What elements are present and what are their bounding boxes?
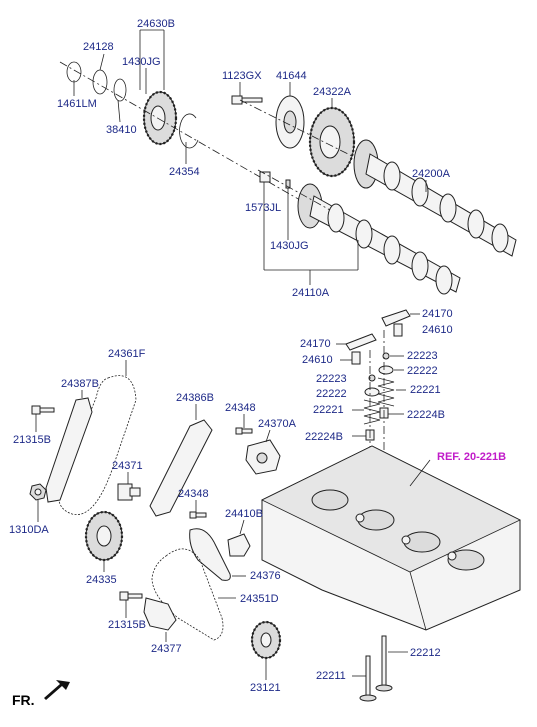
label-24170-left: 24170 [300, 338, 331, 350]
label-24376: 24376 [250, 570, 281, 582]
guide-24386B [149, 419, 213, 517]
label-22222-left: 22222 [316, 388, 347, 400]
label-41644: 41644 [276, 70, 307, 82]
label-21315B-bot: 21315B [108, 619, 146, 631]
front-arrow-icon [44, 680, 70, 700]
guide-24377 [143, 597, 177, 631]
plate-41644 [275, 95, 305, 149]
leader-reference [409, 459, 431, 487]
bolt-21315B-top [31, 405, 55, 415]
bolt-1123GX [231, 95, 263, 105]
leader-24410B [239, 519, 245, 535]
label-24110A: 24110A [292, 287, 330, 299]
label-1461LM: 1461LM [57, 98, 97, 110]
label-22224B-left: 22224B [305, 431, 343, 443]
label-23121: 23121 [250, 682, 281, 694]
label-24387B: 24387B [61, 378, 99, 390]
label-22211: 22211 [316, 670, 346, 682]
adjuster-24610-left [351, 351, 361, 365]
sprocket-24630B [142, 90, 178, 146]
label-24630B: 24630B [137, 18, 175, 30]
label-22224B-right: 22224B [407, 409, 445, 421]
label-24322A: 24322A [313, 86, 351, 98]
nut-1310DA [29, 483, 47, 501]
plug-1573JL [259, 171, 271, 183]
label-24170-right: 24170 [422, 308, 453, 320]
chain-24351D [151, 548, 224, 641]
valve-22212 [375, 635, 393, 692]
spring-22221-right [377, 377, 395, 407]
bolt-24348-mid [189, 511, 207, 519]
label-24200A: 24200A [412, 168, 450, 180]
axis-line-mid [257, 169, 331, 211]
retainer-22222-left [364, 387, 380, 397]
direction-label: FR. [12, 692, 35, 708]
tensioner-24371 [117, 483, 141, 501]
label-24348-mid: 24348 [178, 488, 209, 500]
label-24335: 24335 [86, 574, 117, 586]
rocker-24170-right [381, 309, 411, 327]
bolt-24348-top [235, 427, 253, 435]
cylinder-head [261, 445, 521, 631]
guide-24376 [189, 528, 231, 581]
label-22223-right: 22223 [407, 350, 438, 362]
guide-24387B [45, 397, 93, 503]
label-24610-right: 24610 [422, 324, 453, 336]
label-24361F: 24361F [108, 348, 146, 360]
sprocket-23121 [250, 620, 282, 660]
spring-22221-left [363, 399, 381, 425]
label-1310DA: 1310DA [9, 524, 49, 536]
label-21315B-top: 21315B [13, 434, 51, 446]
leader-24370A [265, 429, 271, 443]
label-1430JG-top: 1430JG [122, 56, 161, 68]
chain-24361F [58, 375, 137, 516]
keeper-22223-right [382, 352, 390, 360]
circlip-1461LM [66, 61, 82, 83]
label-22212: 22212 [410, 647, 441, 659]
label-24370A: 24370A [258, 418, 296, 430]
camshaft-24200A [353, 139, 517, 257]
label-24410B: 24410B [225, 508, 263, 520]
label-24351D: 24351D [240, 593, 279, 605]
label-1573JL: 1573JL [245, 202, 282, 214]
label-24386B: 24386B [176, 392, 214, 404]
washer-38410 [113, 78, 127, 102]
label-24371: 24371 [112, 460, 143, 472]
label-22221-left: 22221 [313, 404, 344, 416]
leader-38410 [117, 99, 121, 123]
label-24348-top: 24348 [225, 402, 256, 414]
keeper-22223-left [368, 374, 376, 382]
label-24354: 24354 [169, 166, 200, 178]
tensioner-24410B [227, 533, 251, 557]
rocker-24170-left [345, 333, 377, 351]
retainer-22222-right [378, 365, 394, 375]
leader-24128 [99, 53, 105, 71]
label-22222-right: 22222 [407, 365, 438, 377]
label-24128: 24128 [83, 41, 114, 53]
reference-label[interactable]: REF. 20-221B [437, 451, 507, 463]
label-22223-left: 22223 [316, 373, 347, 385]
label-22221-right: 22221 [410, 384, 441, 396]
sprocket-24322A [308, 106, 356, 178]
label-38410: 38410 [106, 124, 137, 136]
label-24377: 24377 [151, 643, 182, 655]
camshaft-24110A [297, 183, 461, 295]
adjuster-24610-right [393, 323, 403, 337]
ring-24128 [92, 69, 108, 95]
label-1430JG-mid: 1430JG [270, 240, 309, 252]
label-1123GX: 1123GX [222, 70, 262, 82]
sprocket-24335 [84, 510, 124, 562]
circlip-24354 [179, 113, 199, 149]
valve-22211 [359, 655, 377, 702]
label-24610-left: 24610 [302, 354, 333, 366]
tensioner-24370A [245, 439, 281, 475]
bolt-21315B-bot [119, 591, 143, 601]
